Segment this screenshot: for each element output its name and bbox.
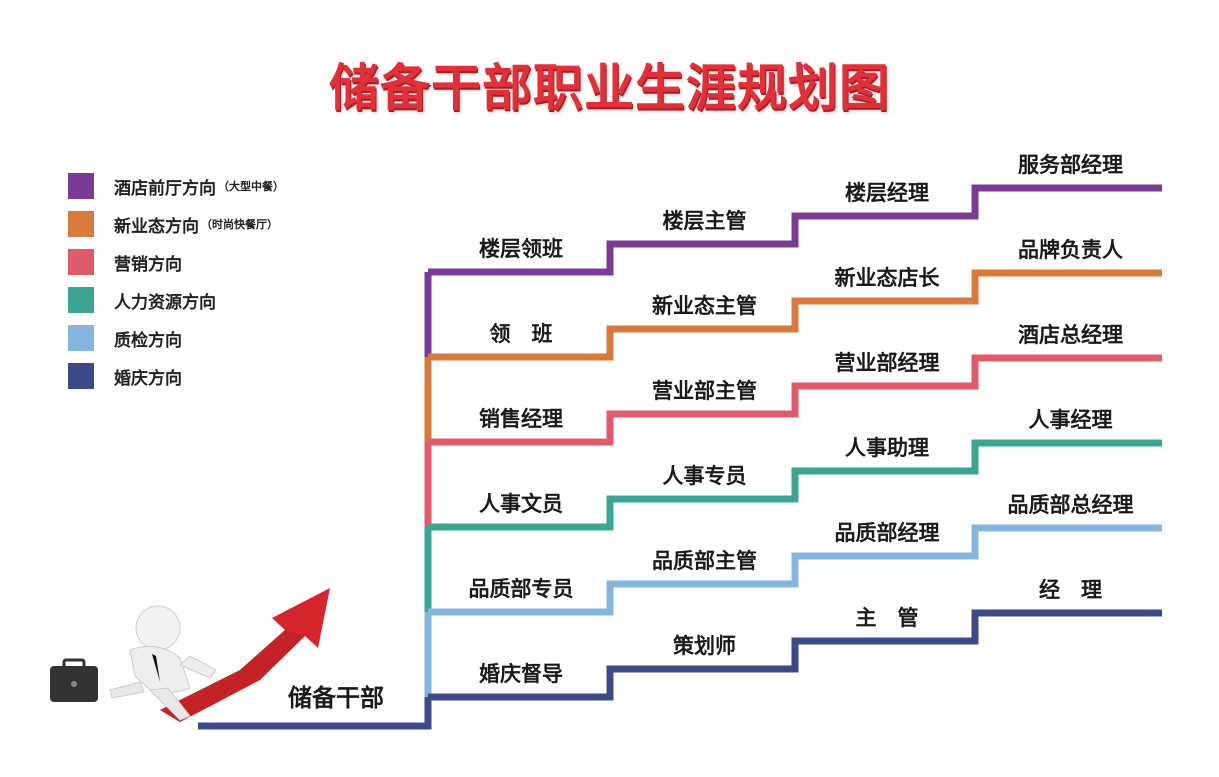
career-step-label: 品牌负责人 xyxy=(1018,238,1123,262)
career-step-label: 楼层主管 xyxy=(662,209,747,233)
career-step-label: 服务部经理 xyxy=(1018,153,1123,177)
career-path-line xyxy=(428,609,1162,701)
legend-label: 婚庆方向 xyxy=(114,368,182,389)
legend: 酒店前厅方向（大型中餐） 新业态方向（时尚快餐厅） 营销方向 人力资源方向 质检… xyxy=(68,167,284,395)
career-step-label: 营业部经理 xyxy=(834,351,940,375)
career-step-label: 酒店总经理 xyxy=(1018,323,1123,347)
root-line xyxy=(198,697,432,730)
career-step-label: 经 理 xyxy=(1039,578,1102,602)
career-step-label: 主 管 xyxy=(855,606,919,630)
businessman-with-arrow-illustration xyxy=(50,588,330,722)
page-title: 储备干部职业生涯规划图 xyxy=(329,59,890,117)
legend-swatch xyxy=(68,249,94,275)
career-path-line xyxy=(428,524,1162,616)
legend-swatch xyxy=(68,173,94,199)
legend-label: 人力资源方向 xyxy=(114,292,216,313)
legend-label: 质检方向 xyxy=(114,330,182,351)
legend-item: 人力资源方向 xyxy=(68,281,284,319)
career-path-line xyxy=(428,439,1162,531)
legend-swatch xyxy=(68,287,94,313)
legend-item: 新业态方向（时尚快餐厅） xyxy=(68,205,284,243)
legend-item: 质检方向 xyxy=(68,319,284,357)
career-step-label: 品质部经理 xyxy=(834,521,940,545)
legend-swatch xyxy=(68,325,94,351)
root-label: 储备干部 xyxy=(288,684,384,712)
career-step-label: 销售经理 xyxy=(479,407,563,431)
career-step-label: 人事助理 xyxy=(845,436,929,460)
career-path-line xyxy=(428,269,1162,361)
legend-note: （大型中餐） xyxy=(218,180,284,193)
career-step-label: 营业部主管 xyxy=(652,379,757,403)
legend-item: 酒店前厅方向（大型中餐） xyxy=(68,167,284,205)
career-path-line xyxy=(428,184,1162,276)
legend-swatch xyxy=(68,363,94,389)
legend-label: 新业态方向 xyxy=(114,216,199,237)
career-step-label: 人事专员 xyxy=(662,464,747,488)
legend-note: （时尚快餐厅） xyxy=(201,218,278,231)
career-step-label: 楼层经理 xyxy=(845,181,929,205)
career-step-label: 品质部专员 xyxy=(468,577,574,601)
career-step-label: 人事文员 xyxy=(479,492,563,516)
legend-item: 营销方向 xyxy=(68,243,284,281)
career-step-label: 楼层领班 xyxy=(479,237,563,261)
career-step-label: 新业态主管 xyxy=(652,294,757,318)
career-step-label: 新业态店长 xyxy=(834,266,940,290)
legend-swatch xyxy=(68,211,94,237)
career-step-label: 人事经理 xyxy=(1028,408,1113,432)
legend-item: 婚庆方向 xyxy=(68,357,284,395)
career-path-line xyxy=(428,354,1162,446)
career-step-label: 领 班 xyxy=(489,322,553,346)
career-step-label: 策划师 xyxy=(673,634,736,658)
career-step-label: 品质部主管 xyxy=(652,549,757,573)
legend-label: 酒店前厅方向 xyxy=(114,178,216,199)
career-step-label: 婚庆督导 xyxy=(479,662,563,686)
legend-label: 营销方向 xyxy=(114,254,182,275)
career-step-label: 品质部总经理 xyxy=(1007,493,1134,517)
